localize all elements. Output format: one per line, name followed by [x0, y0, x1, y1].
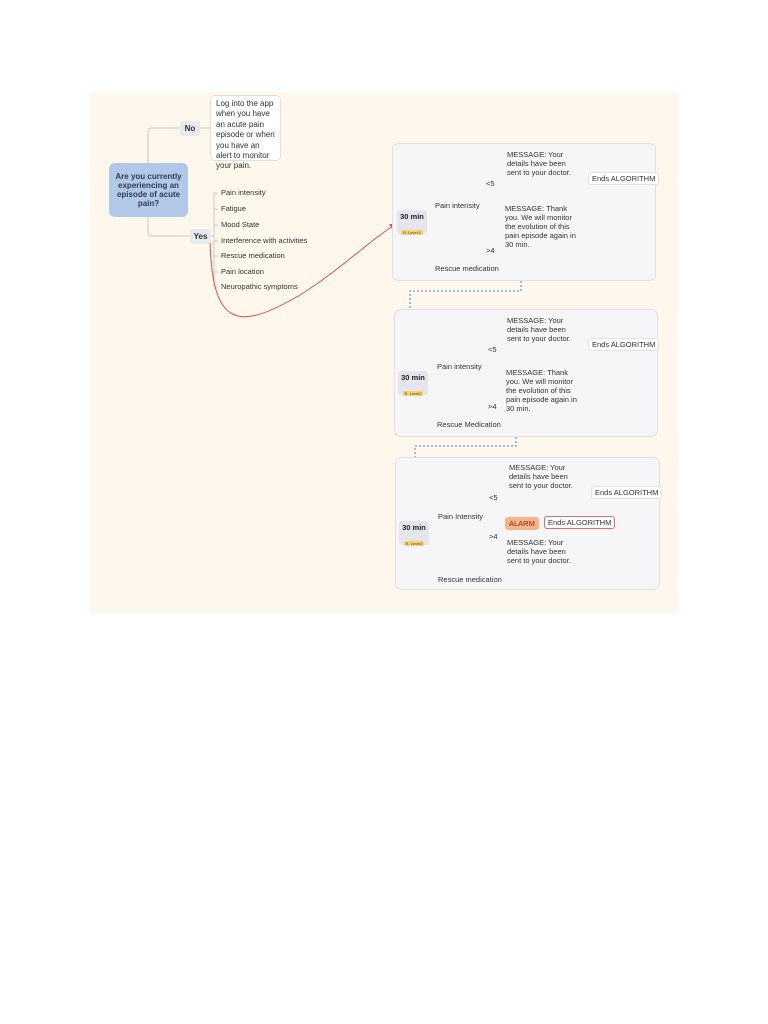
p3-timer: 30 min R. Level3 — [399, 521, 429, 546]
p2-timer: 30 min R. Level2 — [398, 371, 428, 396]
panel-level-2 — [394, 309, 658, 437]
yes-item-rescue-medication: Rescue medication — [221, 251, 285, 260]
p1-high-message: MESSAGE: Thank you. We will monitor the … — [505, 204, 576, 249]
p3-alarm-badge: ALARM — [505, 517, 539, 530]
p1-high-threshold: >4 — [486, 246, 495, 255]
p1-pain-label: Pain intensity — [435, 201, 480, 210]
p3-low-message: MESSAGE: Your details have been sent to … — [509, 463, 573, 490]
p3-high-message: MESSAGE: Your details have been sent to … — [507, 538, 571, 565]
no-branch-note: Log into the app when you have an acute … — [210, 95, 281, 170]
p2-pain-label: Pain intensity — [437, 362, 482, 371]
connector-root-yes — [147, 217, 190, 237]
connector-red-to-panel1 — [209, 223, 397, 318]
p3-timer-label: 30 min — [402, 523, 426, 532]
yes-item-fatigue: Fatigue — [221, 204, 247, 213]
p3-high-threshold: >4 — [489, 532, 498, 541]
p3-level-tag: R. Level3 — [403, 541, 425, 546]
panel-level-1 — [392, 143, 656, 281]
connector-root-no — [147, 127, 180, 163]
p2-high-threshold: >4 — [488, 402, 497, 411]
p3-rescue-label: Rescue medication — [438, 575, 502, 584]
connector-blue-1-2 — [409, 281, 522, 368]
p3-low-threshold: <5 — [489, 493, 498, 502]
yes-item-interference: Interference with activities — [221, 236, 308, 245]
p2-low-ends: Ends ALGORITHM — [588, 338, 660, 351]
yes-item-pain-location: Pain location — [221, 267, 264, 276]
p2-rescue-label: Rescue Medication — [437, 420, 501, 429]
connector-yes-items — [210, 192, 218, 288]
p1-timer: 30 min R. Level 1 — [397, 210, 427, 235]
p1-low-message: MESSAGE: Your details have been sent to … — [507, 150, 571, 177]
p1-level-tag: R. Level 1 — [400, 230, 423, 235]
yes-branch-label: Yes — [190, 229, 211, 244]
p1-low-ends: Ends ALGORITHM — [588, 172, 660, 185]
p1-timer-label: 30 min — [400, 212, 424, 221]
no-branch-label: No — [180, 121, 200, 136]
p3-alarm-ends: Ends ALGORITHM — [544, 516, 616, 529]
yes-item-mood-state: Mood State — [221, 220, 260, 229]
p1-low-threshold: <5 — [486, 179, 495, 188]
p2-timer-label: 30 min — [401, 373, 425, 382]
p3-low-ends: Ends ALGORITHM — [591, 486, 663, 499]
p2-high-message: MESSAGE: Thank you. We will monitor the … — [506, 368, 577, 413]
yes-item-pain-intensity: Pain intensity — [221, 188, 266, 197]
root-question-node: Are you currently experiencing an episod… — [109, 163, 188, 217]
p2-level-tag: R. Level2 — [402, 391, 424, 396]
yes-item-neuropathic: Neuropathic symptoms — [221, 282, 298, 291]
p3-pain-label: Pain Intensity — [438, 512, 484, 521]
p2-low-threshold: <5 — [488, 345, 497, 354]
p1-rescue-label: Rescue medication — [435, 264, 499, 273]
p2-low-message: MESSAGE: Your details have been sent to … — [507, 316, 571, 343]
